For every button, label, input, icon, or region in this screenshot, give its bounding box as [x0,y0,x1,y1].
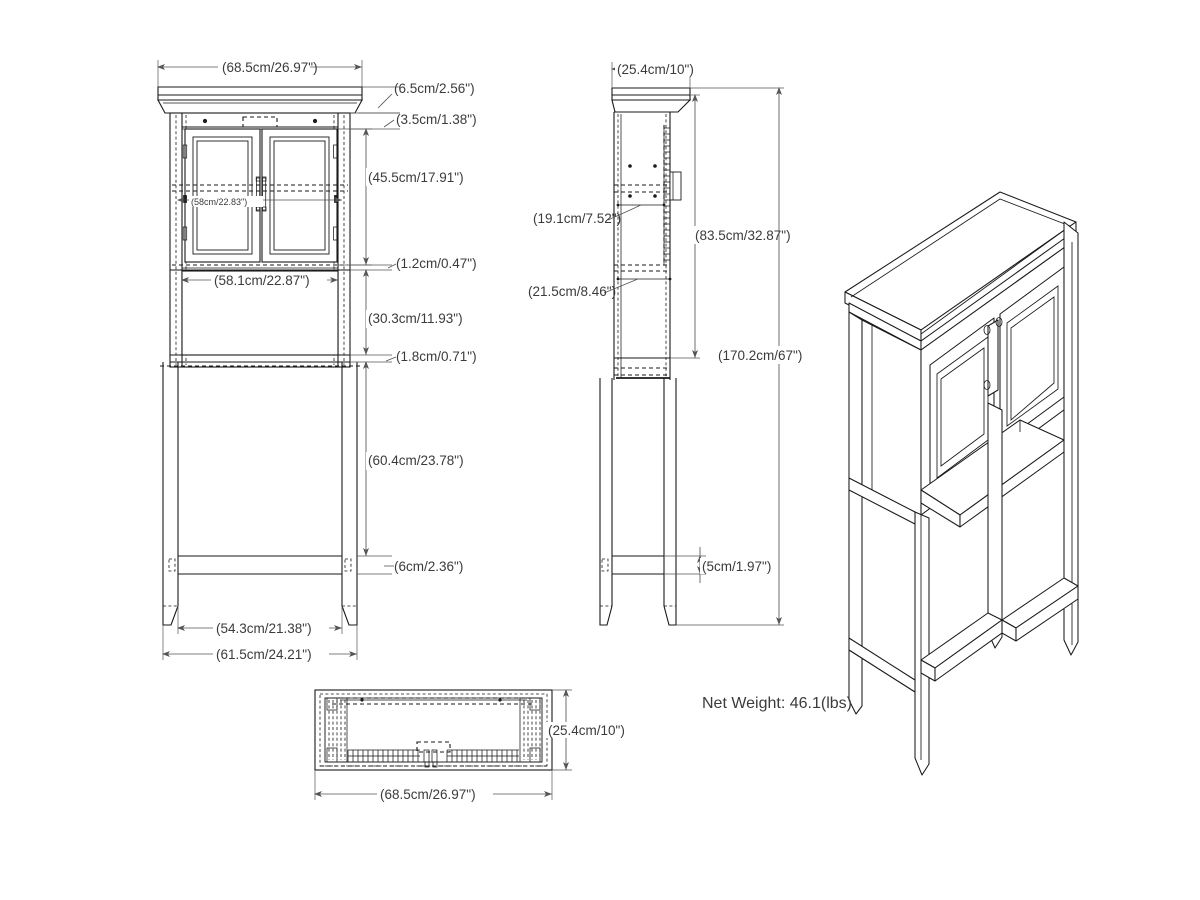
iso-left-legs [848,479,930,776]
dim-top-rail-height: (3.5cm/1.38") [350,112,477,130]
side-crown-molding [611,87,692,113]
iso-top-board [844,191,1077,342]
side-legs [599,378,677,626]
dim-label-overall-depth: (25.4cm/10") [617,62,694,77]
dim-overall-top-width: (68.5cm/26.97") [157,59,363,87]
dim-label-lower-shelf-depth: (21.5cm/8.46") [528,284,616,299]
side-view-dimensions: (25.4cm/10") (19.1cm/7.52") (21.5cm/8.46… [528,61,808,626]
dim-label-overall-top-width: (68.5cm/26.97") [222,60,318,75]
dim-label-outer-leg-span: (61.5cm/24.21") [216,647,312,662]
dim-bottom-stretcher-height: (5cm/1.97") [664,547,778,583]
iso-right-front-leg [987,402,1003,649]
front-internal-shelf-hidden [172,184,348,192]
iso-door-handles[interactable] [983,317,1003,397]
front-crown-molding [157,86,363,114]
top-plan-front-edge-detail [347,741,519,768]
top-plan-right-end [519,697,543,763]
dim-label-leg-clearance-height: (60.4cm/23.78") [368,453,464,468]
dim-label-cabinet-body-height: (83.5cm/32.87") [695,228,791,243]
dim-label-plan-depth: (25.4cm/10") [548,723,625,738]
iso-mid-stretcher-left [848,477,916,525]
dim-label-plan-width: (68.5cm/26.97") [380,787,476,802]
dim-label-open-shelf-height: (30.3cm/11.93") [368,311,463,326]
dim-label-shelf-board-thickness: (1.8cm/0.71") [396,349,477,364]
front-left-door[interactable] [184,128,261,263]
dim-label-top-rail-height: (3.5cm/1.38") [396,112,477,127]
dim-leg-clearance-height: (60.4cm/23.78") [363,361,464,556]
dim-inner-leg-span: (54.3cm/21.38") [177,606,343,636]
front-right-door[interactable] [261,128,338,263]
side-back-panel-hatch [663,125,671,265]
front-lower-stretcher [168,555,352,575]
dim-door-height: (45.5cm/17.91") [338,128,464,266]
top-plan-view [314,689,553,771]
net-weight-label: Net Weight: 46.1(lbs) [702,695,852,712]
front-view-dimensions: (68.5cm/26.97") (6.5cm/2.56") (3.5cm/1.3… [157,59,477,662]
dim-lower-shelf-depth: (21.5cm/8.46") [528,278,639,299]
dim-label-lower-stretcher-offset: (6cm/2.36") [394,559,463,574]
net-weight-annotation: Net Weight: 46.1(lbs) [702,695,852,712]
side-cabinet-body [613,111,682,380]
dim-upper-shelf-depth: (19.1cm/7.52") [533,204,642,226]
dim-overall-height: (170.2cm/67") [676,87,808,626]
dim-plan-width: (68.5cm/26.97") [314,770,553,802]
dim-open-shelf-width: (58.1cm/22.87") [181,272,338,288]
dim-crown-molding-height: (6.5cm/2.56") [358,81,475,114]
dim-outer-leg-span: (61.5cm/24.21") [162,625,358,662]
dim-label-crown-molding-height: (6.5cm/2.56") [394,81,475,96]
iso-left-side-panel [848,311,922,516]
front-legs [162,362,358,626]
dim-label-upper-shelf-depth: (19.1cm/7.52") [533,211,621,226]
dim-door-pair-width: (58cm/22.83") [177,196,342,207]
dim-open-shelf-height: (30.3cm/11.93") [363,269,463,355]
iso-lower-stretchers [848,577,1079,693]
top-plan-left-end [324,697,348,763]
dim-label-door-height: (45.5cm/17.91") [368,170,464,185]
dim-label-inner-leg-span: (54.3cm/21.38") [216,621,312,636]
isometric-view [844,191,1079,776]
dim-label-overall-height: (170.2cm/67") [718,348,802,363]
side-lower-stretcher [601,555,664,575]
dim-label-door-pair-width: (58cm/22.83") [191,197,247,207]
dim-label-bottom-stretcher-height: (5cm/1.97") [702,559,771,574]
dim-plan-depth: (25.4cm/10") [546,689,625,771]
dim-mid-rail-thickness: (1.2cm/0.47") [350,256,477,271]
iso-right-door[interactable] [999,266,1065,445]
top-view-dimensions: (25.4cm/10") (68.5cm/26.97") [314,689,625,802]
dim-overall-depth: (25.4cm/10") [611,61,694,88]
side-elevation-view [599,87,692,626]
front-door-handles[interactable] [255,176,267,212]
dim-label-open-shelf-width: (58.1cm/22.87") [214,273,310,288]
dim-lower-stretcher-offset: (6cm/2.36") [357,555,463,575]
front-under-door-rail [170,264,350,271]
iso-right-rear-leg [1063,221,1079,656]
dim-shelf-board-thickness: (1.8cm/0.71") [350,349,477,364]
dim-cabinet-body-height: (83.5cm/32.87") [670,94,791,359]
front-elevation-view [157,86,363,626]
dim-label-mid-rail-thickness: (1.2cm/0.47") [396,256,477,271]
